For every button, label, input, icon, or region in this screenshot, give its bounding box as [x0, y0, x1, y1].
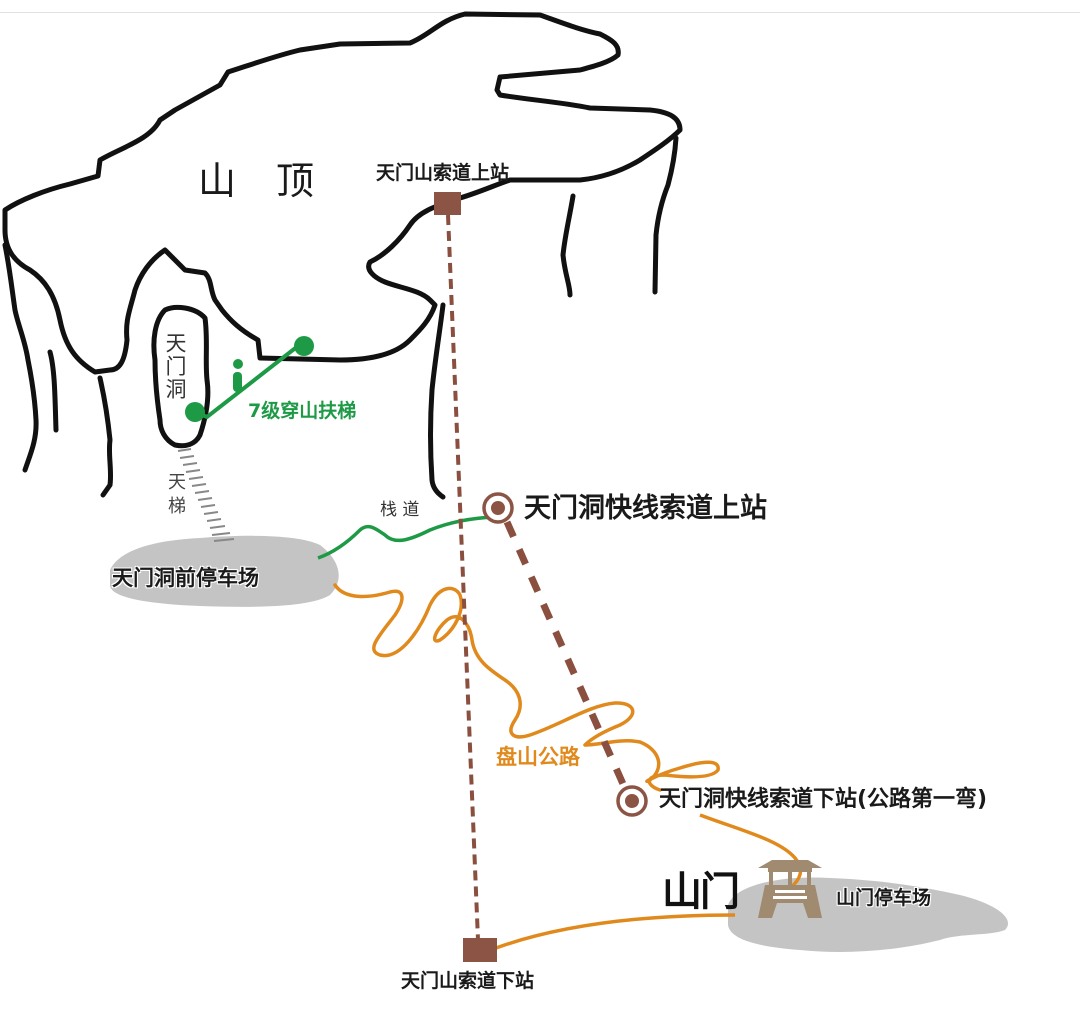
cave-front-parking-area[interactable] — [110, 535, 339, 607]
tianmen-upper-station-box[interactable] — [434, 192, 461, 215]
plank-road[interactable] — [317, 515, 496, 560]
mountain-outline — [2, 11, 683, 500]
plank-road-label: 栈 道 — [380, 500, 420, 520]
escalator-label[interactable]: 7级穿山扶梯 — [248, 400, 357, 422]
person-icon — [233, 359, 243, 392]
winding-road[interactable] — [333, 583, 720, 792]
escalator-route[interactable] — [185, 336, 314, 422]
cave-express-cableway-line[interactable] — [503, 520, 631, 795]
cave-front-parking-label[interactable]: 天门洞前停车场 — [112, 566, 259, 590]
road-to-lower-cableway[interactable] — [495, 913, 736, 950]
sky-ladder-label: 天梯 — [165, 472, 186, 520]
tianmen-lower-station-box[interactable] — [463, 938, 497, 962]
gate-label: 山门 — [662, 869, 740, 915]
gate-parking-label[interactable]: 山门停车场 — [836, 887, 932, 909]
cave-express-upper-label[interactable]: 天门洞快线索道上站 — [524, 493, 767, 524]
tianmen-cableway-line[interactable] — [446, 214, 480, 941]
winding-road-label[interactable]: 盘山公路 — [496, 745, 580, 769]
cave-express-lower-label[interactable]: 天门洞快线索道下站(公路第一弯) — [659, 787, 988, 812]
sky-ladder-stripes — [177, 448, 235, 542]
summit-label: 山顶 — [198, 159, 355, 203]
cave-label: 天门洞 — [163, 332, 187, 401]
cave-express-upper-marker[interactable] — [482, 492, 514, 524]
tianmen-upper-station-label[interactable]: 天门山索道上站 — [376, 162, 510, 184]
cave-express-lower-marker[interactable] — [616, 785, 648, 817]
tianmen-lower-station-label[interactable]: 天门山索道下站 — [401, 970, 535, 992]
gate-pavilion-icon — [758, 860, 822, 918]
road-to-gate[interactable] — [699, 813, 803, 890]
